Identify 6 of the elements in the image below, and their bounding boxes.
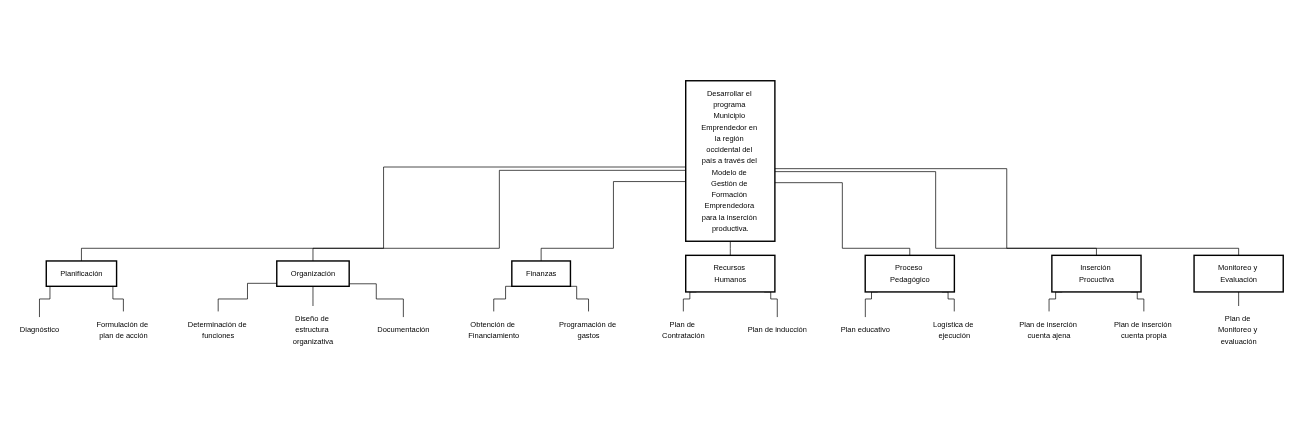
connector [312,285,314,307]
connector [1238,291,1239,307]
connector [774,170,1097,256]
connector [774,182,911,256]
connector [729,240,731,256]
connector [774,168,1239,256]
